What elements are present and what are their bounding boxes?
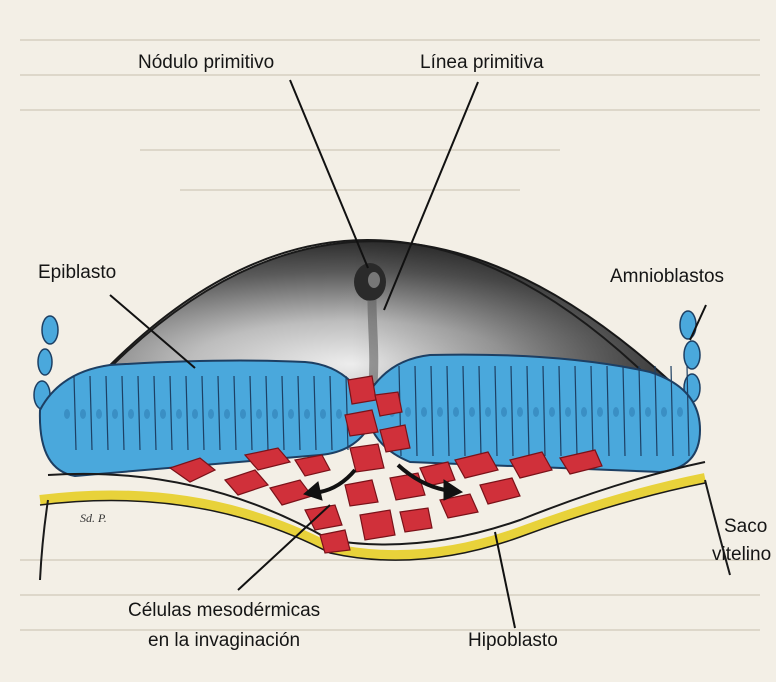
epiblast-nucleus: [240, 409, 246, 419]
epiblast-nucleus: [661, 407, 667, 417]
epiblast-nucleus: [336, 409, 342, 419]
epiblast-nucleus: [613, 407, 619, 417]
label-nodulo-primitivo: Nódulo primitivo: [138, 52, 274, 73]
epiblast-nucleus: [501, 407, 507, 417]
epiblast-nucleus: [304, 409, 310, 419]
artist-signature: Sd. P.: [80, 511, 107, 525]
epiblast-nucleus: [421, 407, 427, 417]
epiblast-nucleus: [597, 407, 603, 417]
epiblast-nucleus: [581, 407, 587, 417]
label-saco-line1: Saco: [724, 516, 767, 537]
epiblast-nucleus: [160, 409, 166, 419]
epiblast-nucleus: [176, 409, 182, 419]
epiblast-nucleus: [96, 409, 102, 419]
epiblast-nucleus: [208, 409, 214, 419]
epiblast-nucleus: [224, 409, 230, 419]
label-amnioblastos: Amnioblastos: [610, 266, 724, 287]
epiblast-nucleus: [64, 409, 70, 419]
epiblast-nucleus: [80, 409, 86, 419]
epiblast-nucleus: [469, 407, 475, 417]
epiblast-nucleus: [272, 409, 278, 419]
epiblast-nucleus: [517, 407, 523, 417]
epiblast-nucleus: [645, 407, 651, 417]
epiblast-nucleus: [533, 407, 539, 417]
label-celulas-line2: en la invaginación: [148, 630, 300, 651]
epiblast-nucleus: [437, 407, 443, 417]
label-hipoblasto: Hipoblasto: [468, 630, 558, 651]
epiblast-nucleus: [629, 407, 635, 417]
epiblast-nucleus: [128, 409, 134, 419]
epiblast-nucleus: [320, 409, 326, 419]
primitive-node: [354, 263, 386, 301]
epiblast-nucleus: [549, 407, 555, 417]
epiblast-nucleus: [192, 409, 198, 419]
label-epiblasto: Epiblasto: [38, 262, 116, 283]
epiblast-nucleus: [144, 409, 150, 419]
epiblast-nucleus: [485, 407, 491, 417]
label-saco-line2: vitelino: [712, 544, 771, 565]
epiblast-nucleus: [256, 409, 262, 419]
epiblast-nucleus: [405, 407, 411, 417]
label-celulas-line1: Células mesodérmicas: [128, 600, 320, 621]
epiblast-nucleus: [288, 409, 294, 419]
epiblast-nucleus: [565, 407, 571, 417]
epiblast-nucleus: [112, 409, 118, 419]
label-linea-primitiva: Línea primitiva: [420, 52, 544, 73]
epiblast-nucleus: [453, 407, 459, 417]
epiblast-nucleus: [677, 407, 683, 417]
